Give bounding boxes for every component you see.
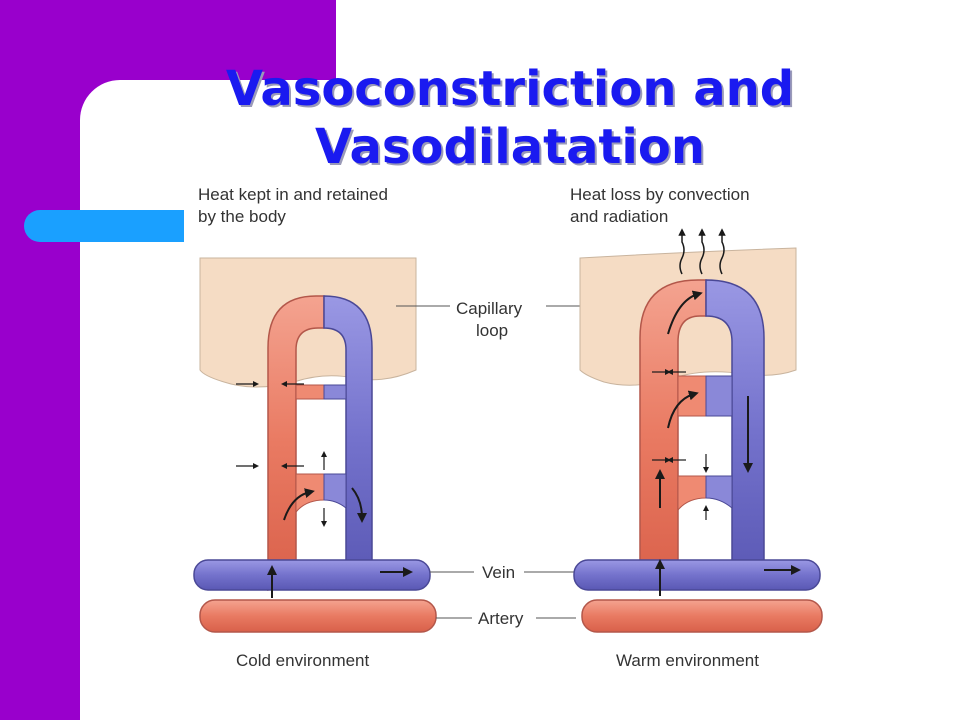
shunt-upper-right-artery (677, 375, 707, 417)
diagram-svg: Heat kept in and retained by the body Co… (193, 185, 823, 670)
warm-environment-panel: Heat loss by convection and radiation Wa… (570, 185, 823, 670)
capillary-loop-right-vein (705, 279, 765, 583)
capillary-loop-right-artery (639, 279, 707, 591)
av-junction-right-vein (705, 475, 733, 510)
cold-environment-panel: Heat kept in and retained by the body Co… (193, 185, 437, 670)
shunt-upper-right-vein (705, 375, 733, 417)
shunt-upper-left-vein (323, 384, 347, 400)
shunt-upper-left-artery (295, 384, 325, 400)
right-caption-line-2: and radiation (570, 207, 668, 226)
av-junction-left-vein (323, 473, 347, 510)
vein-vessel-left (193, 559, 431, 591)
right-caption-line-1: Heat loss by convection (570, 185, 750, 204)
slide-title-line-1: Vasoconstriction and (225, 61, 795, 117)
left-footer-label: Cold environment (236, 651, 370, 670)
heat-loss-arrows (678, 228, 726, 275)
capillary-label-line-2: loop (476, 321, 508, 340)
artery-label: Artery (478, 609, 524, 628)
left-caption-line-2: by the body (198, 207, 286, 226)
slide-title-line-2: Vasodilatation (315, 119, 705, 175)
av-junction-right-artery (677, 475, 707, 512)
accent-pill-bar (24, 210, 204, 242)
vasoconstriction-diagram: Heat kept in and retained by the body Co… (184, 178, 834, 678)
capillary-label-line-1: Capillary (456, 299, 523, 318)
vein-label: Vein (482, 563, 515, 582)
left-caption-line-1: Heat kept in and retained (198, 185, 388, 204)
artery-vessel-left (199, 599, 437, 633)
artery-vessel-right (581, 599, 823, 633)
right-footer-label: Warm environment (616, 651, 759, 670)
purple-left-strip (0, 0, 80, 720)
slide-title: Vasoconstriction and Vasodilatation (160, 60, 860, 176)
vein-vessel-right (573, 559, 821, 591)
